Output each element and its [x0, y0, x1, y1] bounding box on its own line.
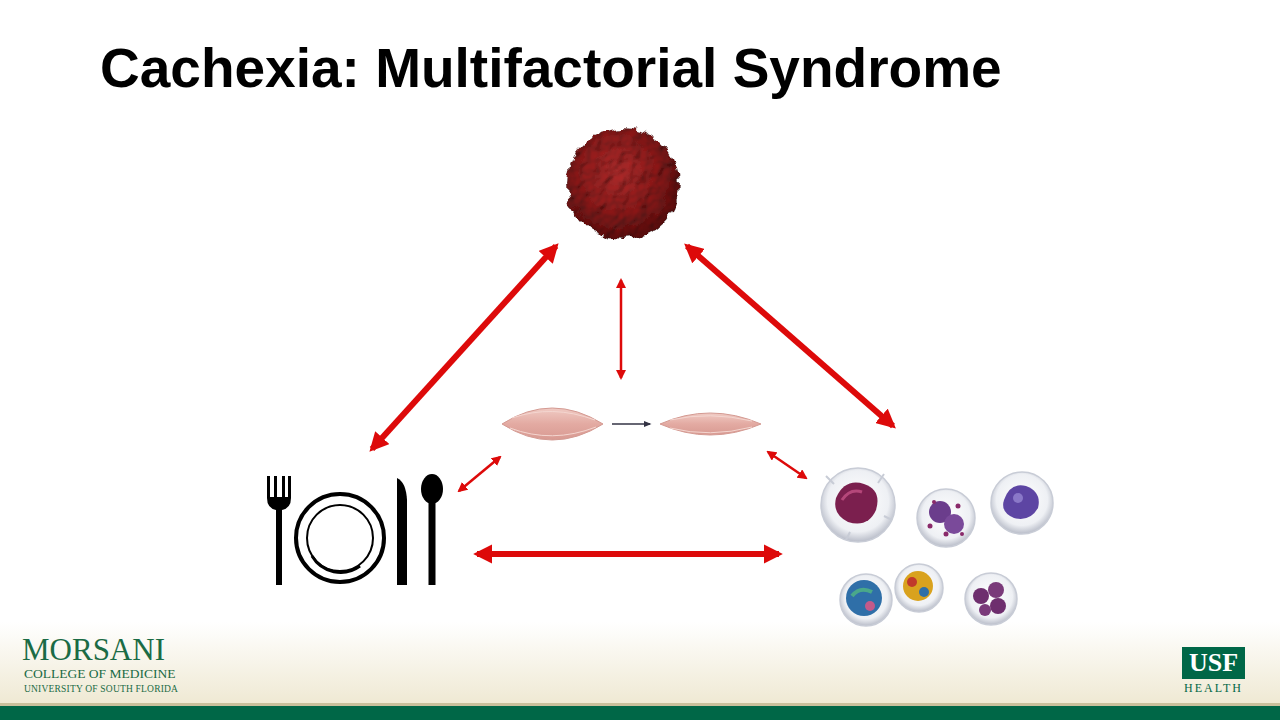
- tumor-cell: [567, 128, 679, 240]
- footer-band: [0, 622, 1280, 704]
- food-icon: [267, 474, 443, 585]
- spoon-handle: [429, 500, 436, 585]
- arrow-muscle-immune: [768, 452, 806, 478]
- immune-cell: [917, 489, 975, 547]
- immune-cell: [821, 468, 895, 542]
- immune-cell: [840, 574, 892, 626]
- muscle-wasted: [660, 413, 761, 435]
- immune-cell: [991, 472, 1053, 534]
- muscle-fibers: [510, 411, 596, 435]
- muscle-normal: [502, 408, 603, 440]
- relation-arrows: [372, 246, 893, 554]
- footer-bar: [0, 706, 1280, 720]
- university-name: UNIVERSITY OF SOUTH FLORIDA: [24, 684, 178, 695]
- plate-shine: [312, 556, 360, 572]
- immune-cell: [965, 573, 1017, 625]
- arrow-tumor-muscle: [620, 280, 623, 378]
- immune-cells: [821, 468, 1053, 626]
- immune-cell: [895, 564, 943, 612]
- muscle-wasting: [502, 408, 761, 440]
- logo-text: USF: [1182, 648, 1245, 678]
- arrow-food-immune: [477, 551, 779, 557]
- arrow-muscle-food: [459, 457, 500, 491]
- plate-rim: [296, 494, 384, 582]
- logo-subtitle: HEALTH: [1182, 681, 1245, 695]
- spoon-bowl: [421, 474, 443, 504]
- arrow-tumor-immune: [687, 246, 893, 426]
- logo-box: [1182, 647, 1245, 679]
- slide-title: Cachexia: Multifactorial Syndrome: [100, 36, 1002, 100]
- fork: [267, 476, 291, 585]
- tumor-body: [567, 128, 679, 240]
- institution-subtitle: COLLEGE OF MEDICINE: [24, 666, 176, 682]
- footer-rule: [0, 703, 1280, 706]
- wasting-arrow: [612, 423, 650, 425]
- knife: [397, 478, 407, 585]
- institution-name: MORSANI: [22, 632, 165, 668]
- muscle-fibers: [670, 416, 752, 433]
